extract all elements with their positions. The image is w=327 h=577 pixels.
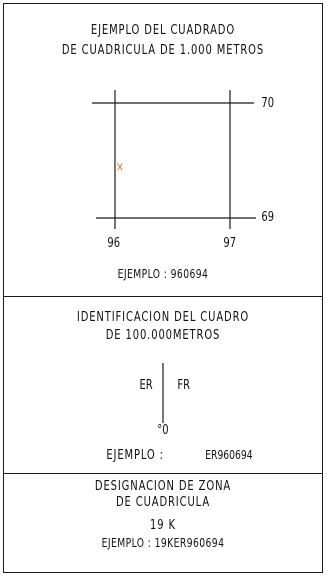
- square-id-title-line1: IDENTIFICACION DEL CUADRO: [76, 309, 250, 325]
- square-id-right-code: FR: [177, 377, 191, 393]
- grid-square-section: EJEMPLO DEL CUADRADO DE CUADRICULA DE 1.…: [4, 4, 322, 296]
- grid-square-title-line2: DE CUADRICULA DE 1.000 METROS: [61, 42, 265, 58]
- section-divider-2: [4, 473, 322, 474]
- grid-marker-icon: ×: [115, 160, 124, 175]
- square-id-below-mark: °0: [157, 422, 169, 438]
- zone-title-line1: DESIGNACION DE ZONA: [94, 478, 232, 494]
- grid-square-title-line1: EJEMPLO DEL CUADRADO: [90, 22, 236, 38]
- zone-value: 19 K: [150, 517, 176, 533]
- grid-label-bottom-left: 96: [107, 235, 121, 251]
- square-id-section: IDENTIFICACION DEL CUADRO DE 100.000METR…: [4, 297, 322, 472]
- legend-frame: EJEMPLO DEL CUADRADO DE CUADRICULA DE 1.…: [3, 3, 323, 573]
- grid-label-bottom-mid: 97: [223, 235, 237, 251]
- grid-square-diagram: [92, 90, 256, 229]
- zone-section: DESIGNACION DE ZONA DE CUADRICULA 19 K E…: [4, 474, 322, 574]
- section-divider-1: [4, 296, 322, 297]
- square-id-separator: [162, 363, 164, 423]
- square-id-left-code: ER: [139, 377, 153, 393]
- grid-label-bottom-right: 69: [261, 209, 275, 225]
- square-id-example-value: ER960694: [205, 447, 253, 462]
- zone-title-line2: DE CUADRICULA: [115, 494, 211, 510]
- square-id-example-label: EJEMPLO :: [106, 447, 164, 463]
- grid-square-example: EJEMPLO : 960694: [117, 266, 209, 281]
- square-id-title-line2: DE 100.000METROS: [105, 327, 221, 343]
- grid-label-top-right: 70: [261, 95, 275, 111]
- zone-example: EJEMPLO : 19KER960694: [101, 535, 225, 550]
